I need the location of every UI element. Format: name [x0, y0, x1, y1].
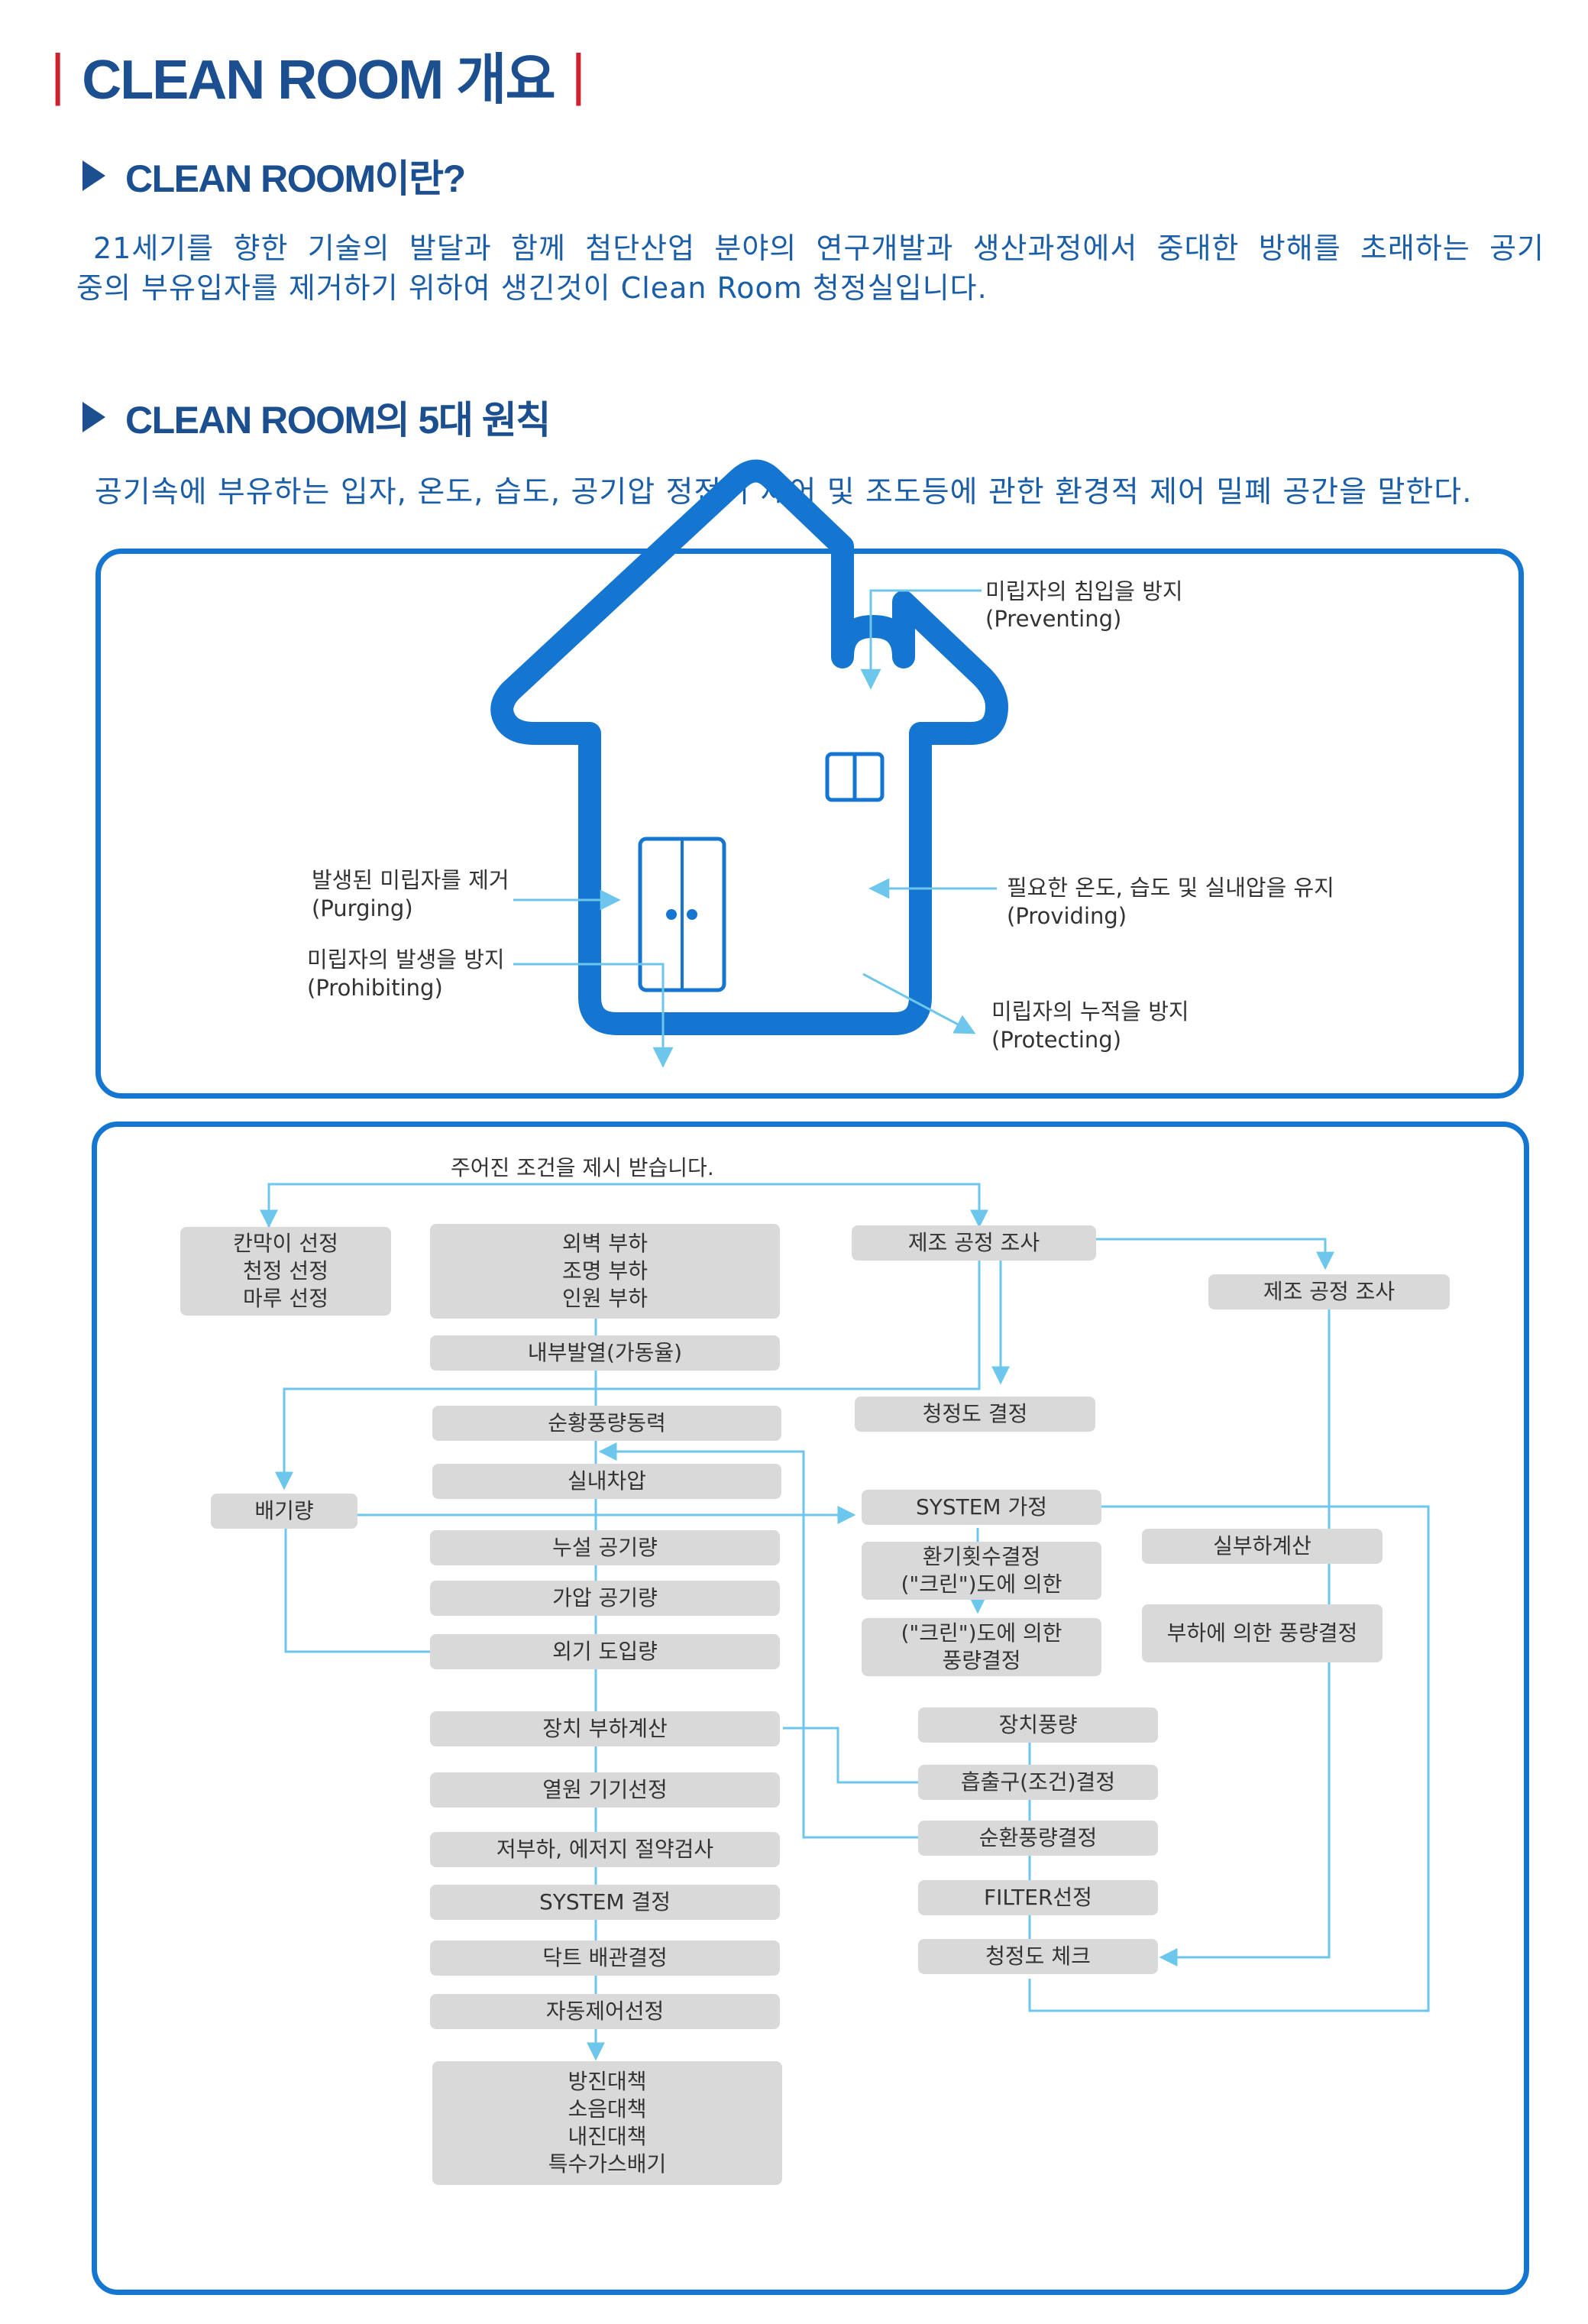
label-purging-ko: 발생된 미립자를 제거 — [312, 867, 509, 893]
arrow-prohibiting — [513, 963, 674, 1068]
box-process-survey: 제조 공정 조사 — [852, 1225, 1096, 1261]
title-bar-left: | — [50, 42, 66, 106]
section-title-what: CLEAN ROOM이란? — [82, 153, 466, 200]
box-internal-heat: 내부발열(가동율) — [430, 1335, 780, 1371]
flow-top-label: 주어진 조건을 제시 받습니다. — [451, 1155, 714, 1180]
box-clean-airflow: ("크린")도에 의한 풍량결정 — [862, 1618, 1101, 1676]
box-load-airflow: 부하에 의한 풍량결정 — [1142, 1604, 1383, 1662]
box-equip-load: 장치 부하계산 — [430, 1711, 780, 1746]
box-final-line: 특수가스배기 — [548, 2151, 667, 2177]
box-ceiling-line: 마루 선정 — [243, 1286, 328, 1311]
triangle-bullet-icon — [82, 160, 105, 191]
box-low-load: 저부하, 에저지 절약검사 — [430, 1832, 780, 1867]
flow-diagram: 주어진 조건을 제시 받습니다. — [260, 1155, 1430, 2061]
box-air-change: 환기횟수결정 ("크린")도에 의한 — [862, 1542, 1101, 1600]
title-bar-right: | — [571, 42, 586, 106]
label-prohibiting-ko: 미립자의 발생을 방지 — [307, 947, 505, 973]
box-loads-line: 인원 부하 — [562, 1286, 648, 1311]
page-title-text: CLEAN ROOM 개요 — [82, 49, 555, 111]
box-clean-airflow-line: 풍량결정 — [942, 1648, 1021, 1673]
label-preventing-ko: 미립자의 침입을 방지 — [985, 578, 1183, 604]
box-ceiling: 칸막이 선정 천정 선정 마루 선정 — [180, 1227, 391, 1316]
arrow-preventing — [860, 589, 982, 690]
box-auto-control: 자동제어선정 — [430, 1994, 780, 2029]
box-circ-airflow: 순환풍량결정 — [918, 1821, 1158, 1856]
box-heat-source: 열원 기기선정 — [430, 1772, 780, 1808]
box-outlet: 흡출구(조건)결정 — [918, 1765, 1158, 1800]
box-system-assume: SYSTEM 가정 — [862, 1490, 1101, 1525]
label-protecting-en: (Protecting) — [991, 1027, 1121, 1053]
label-providing-ko: 필요한 온도, 습도 및 실내압을 유지 — [1007, 875, 1334, 901]
house-shape — [490, 459, 1008, 1035]
section-title-principles-text: CLEAN ROOM의 5대 원칙 — [125, 399, 551, 442]
box-exhaust: 배기량 — [211, 1494, 357, 1529]
section-title-what-text: CLEAN ROOM이란? — [125, 157, 466, 200]
flow-panel — [92, 1122, 1529, 2295]
house-panel — [95, 549, 1524, 1099]
box-loads-line: 조명 부하 — [562, 1258, 648, 1283]
label-prohibiting-en: (Prohibiting) — [307, 975, 443, 1001]
line-top-split — [267, 1183, 988, 1228]
box-cleanliness: 청정도 결정 — [855, 1397, 1095, 1432]
label-purging-en: (Purging) — [312, 895, 413, 921]
box-system-decide: SYSTEM 결정 — [430, 1885, 780, 1920]
box-equip-airflow: 장치풍량 — [918, 1707, 1158, 1743]
box-final-line: 방진대책 — [568, 2069, 647, 2094]
box-final-line: 내진대책 — [568, 2124, 647, 2149]
box-ceiling-line: 칸막이 선정 — [233, 1231, 338, 1256]
arrow-protecting — [862, 973, 976, 1034]
box-actual-load: 실부하계산 — [1142, 1529, 1383, 1564]
box-press-air: 가압 공기량 — [430, 1581, 780, 1616]
box-clean-airflow-line: ("크린")도에 의한 — [901, 1620, 1062, 1646]
box-loads-line: 외벽 부하 — [562, 1231, 648, 1256]
box-outside-air: 외기 도입량 — [430, 1634, 780, 1669]
page-title: | CLEAN ROOM 개요 | — [50, 40, 586, 111]
label-providing-en: (Providing) — [1007, 903, 1127, 929]
box-process-survey-2: 제조 공정 조사 — [1208, 1274, 1450, 1309]
box-room-pressure: 실내차압 — [432, 1464, 781, 1499]
section-title-principles: CLEAN ROOM의 5대 원칙 — [82, 394, 551, 442]
box-air-change-line: 환기횟수결정 — [922, 1544, 1041, 1569]
label-preventing-en: (Preventing) — [985, 606, 1121, 632]
house-diagram: 미립자의 침입을 방지 (Preventing) 발생된 미립자를 제거 (Pu… — [307, 459, 1334, 1068]
box-filter: FILTER선정 — [918, 1880, 1158, 1915]
box-final-measures: 방진대책 소음대책 내진대책 특수가스배기 — [432, 2061, 782, 2185]
section1-line-2: 중의 부유입자를 제거하기 위하여 생긴것이 Clean Room 청정실입니다… — [76, 271, 988, 305]
box-final-line: 소음대책 — [568, 2096, 647, 2122]
box-air-change-line: ("크린")도에 의한 — [901, 1571, 1062, 1597]
triangle-bullet-icon — [82, 402, 105, 432]
label-protecting-ko: 미립자의 누적을 방지 — [991, 999, 1189, 1024]
box-duct: 닥트 배관결정 — [430, 1940, 780, 1976]
box-leak-air: 누설 공기량 — [430, 1530, 780, 1565]
section1-line-1: 21세기를 향한 기술의 발달과 함께 첨단산업 분야의 연구개발과 생산과정에… — [93, 231, 1544, 265]
box-circulation-power: 순황풍량동력 — [432, 1406, 781, 1441]
box-clean-check: 청정도 체크 — [918, 1939, 1158, 1974]
box-ceiling-line: 천정 선정 — [243, 1258, 328, 1283]
box-loads: 외벽 부하 조명 부하 인원 부하 — [430, 1224, 780, 1319]
